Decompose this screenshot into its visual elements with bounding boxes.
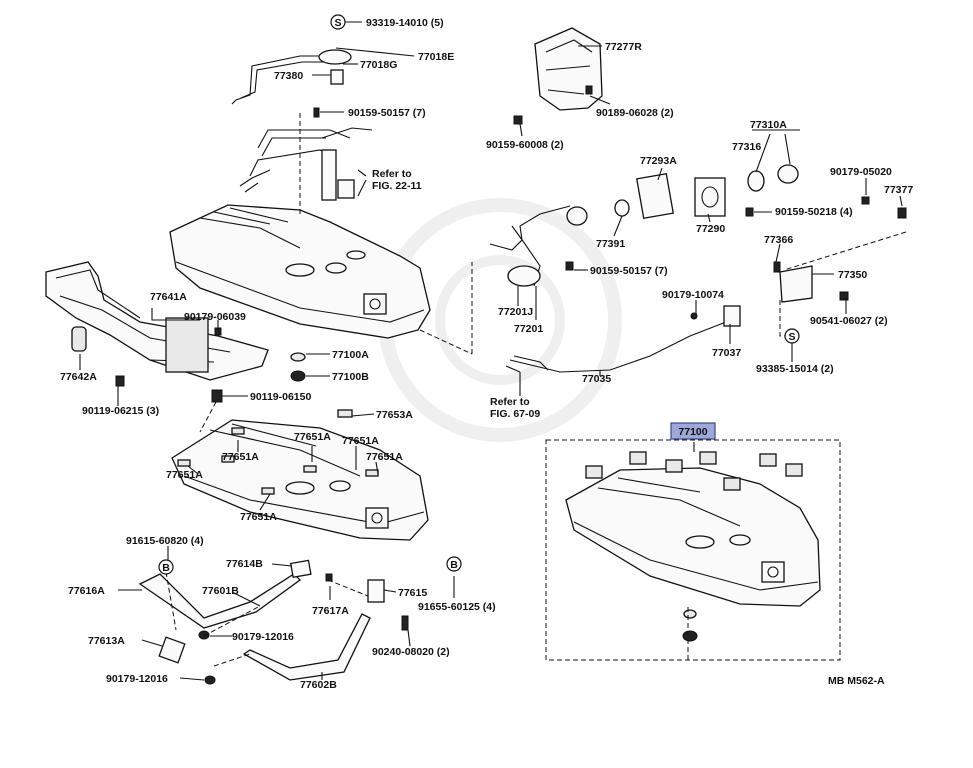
part-labels: 93319-14010 (5) 77018E 77018G 77380 9015… — [60, 17, 913, 691]
part-label-77653a[interactable]: 77653A — [376, 409, 413, 421]
fuel-tank-assembly-77100[interactable] — [545, 439, 841, 661]
part-label-90159-50157-b[interactable]: 90159-50157 (7) — [590, 265, 668, 277]
part-label-90179-10074[interactable]: 90179-10074 — [662, 289, 724, 301]
part-label-77613a[interactable]: 77613A — [88, 635, 125, 647]
part-label-77615[interactable]: 77615 — [398, 587, 427, 599]
part-label-91655[interactable]: 91655-60125 (4) — [418, 601, 496, 613]
figure-reference-67-09[interactable]: FIG. 67-09 — [490, 408, 540, 420]
part-label-77642a[interactable]: 77642A — [60, 371, 97, 383]
filler-protector-77277r[interactable] — [513, 27, 603, 125]
part-label-90240[interactable]: 90240-08020 (2) — [372, 646, 450, 658]
tank-cushion-77100a[interactable] — [290, 352, 306, 382]
filler-pipe-77201[interactable] — [489, 164, 799, 287]
part-label-90159-50157-a[interactable]: 90159-50157 (7) — [348, 107, 426, 119]
part-label-77380[interactable]: 77380 — [274, 70, 303, 82]
selected-part-label[interactable]: 77100 — [678, 426, 707, 438]
circle-b-letter: B — [162, 562, 170, 574]
part-label-77018e[interactable]: 77018E — [418, 51, 454, 63]
part-label-77293a[interactable]: 77293A — [640, 155, 677, 167]
part-label-77601b[interactable]: 77601B — [202, 585, 239, 597]
refer-to-text-b: Refer to — [490, 396, 530, 408]
part-label-77651a-5[interactable]: 77651A — [166, 469, 203, 481]
part-label-77316[interactable]: 77316 — [732, 141, 761, 153]
part-label-90159-50218[interactable]: 90159-50218 (4) — [775, 206, 853, 218]
tank-straps[interactable] — [138, 559, 409, 685]
part-label-90119-06150[interactable]: 90119-06150 — [250, 391, 311, 403]
part-label-90179-12016-a[interactable]: 90179-12016 — [232, 631, 294, 643]
part-label-77616a[interactable]: 77616A — [68, 585, 105, 597]
part-label-77614b[interactable]: 77614B — [226, 558, 263, 570]
circle-s-letter: S — [334, 17, 341, 29]
part-label-77277r[interactable]: 77277R — [605, 41, 642, 53]
callout-circle-s-top: S — [330, 14, 346, 30]
diagram-footer-code: MB M562-A — [828, 675, 885, 687]
part-label-77201j[interactable]: 77201J — [498, 306, 533, 318]
part-label-77035[interactable]: 77035 — [582, 373, 611, 385]
circle-b-letter: B — [450, 559, 458, 571]
part-label-77201[interactable]: 77201 — [514, 323, 543, 335]
refer-to-text-a: Refer to — [372, 168, 412, 180]
part-label-90179-06039[interactable]: 90179-06039 — [184, 311, 246, 323]
callout-circle-b-left: B — [158, 559, 174, 575]
part-label-77350[interactable]: 77350 — [838, 269, 867, 281]
fuel-pump-bracket-assembly[interactable] — [231, 49, 373, 201]
part-label-77651a-4[interactable]: 77651A — [366, 451, 403, 463]
reference-dashed-lines — [165, 112, 907, 667]
part-label-77018g[interactable]: 77018G — [360, 59, 397, 71]
part-label-77651a-1[interactable]: 77651A — [294, 431, 331, 443]
skid-plate-77641a[interactable] — [45, 261, 269, 403]
part-label-77290[interactable]: 77290 — [696, 223, 725, 235]
part-label-77602b[interactable]: 77602B — [300, 679, 337, 691]
part-label-90179-05020[interactable]: 90179-05020 — [830, 166, 892, 178]
part-label-90159-60008[interactable]: 90159-60008 (2) — [486, 139, 564, 151]
part-label-93319[interactable]: 93319-14010 (5) — [366, 17, 444, 29]
part-label-90179-12016-b[interactable]: 90179-12016 — [106, 673, 168, 685]
lid-opener-cable-77035[interactable] — [505, 305, 741, 373]
part-label-77366[interactable]: 77366 — [764, 234, 793, 246]
part-label-77310a[interactable]: 77310A — [750, 119, 787, 131]
callout-circle-b-right: B — [446, 556, 462, 572]
part-label-90189[interactable]: 90189-06028 (2) — [596, 107, 674, 119]
part-label-91615[interactable]: 91615-60820 (4) — [126, 535, 204, 547]
circle-s-letter: S — [788, 331, 795, 343]
part-label-77391[interactable]: 77391 — [596, 238, 625, 250]
part-label-77651a-2[interactable]: 77651A — [342, 435, 379, 447]
selected-part-highlight[interactable]: 77100 — [670, 422, 716, 440]
part-label-77651a-6[interactable]: 77651A — [240, 511, 277, 523]
part-label-77377[interactable]: 77377 — [884, 184, 913, 196]
part-label-77617a[interactable]: 77617A — [312, 605, 349, 617]
callout-circle-s-right: S — [784, 328, 800, 344]
part-label-77651a-3[interactable]: 77651A — [222, 451, 259, 463]
leader-lines — [79, 21, 903, 681]
part-label-90119-06215[interactable]: 90119-06215 (3) — [82, 405, 159, 417]
fuel-tank-lower-protector[interactable] — [171, 409, 429, 541]
figure-reference-22-11[interactable]: FIG. 22-11 — [372, 180, 422, 192]
part-label-77037[interactable]: 77037 — [712, 347, 741, 359]
part-label-77641a[interactable]: 77641A — [150, 291, 187, 303]
part-label-77100a[interactable]: 77100A — [332, 349, 369, 361]
part-label-93385[interactable]: 93385-15014 (2) — [756, 363, 834, 375]
part-label-77100b[interactable]: 77100B — [332, 371, 369, 383]
fuel-lid-77350[interactable] — [773, 196, 907, 303]
part-label-90541[interactable]: 90541-06027 (2) — [810, 315, 888, 327]
